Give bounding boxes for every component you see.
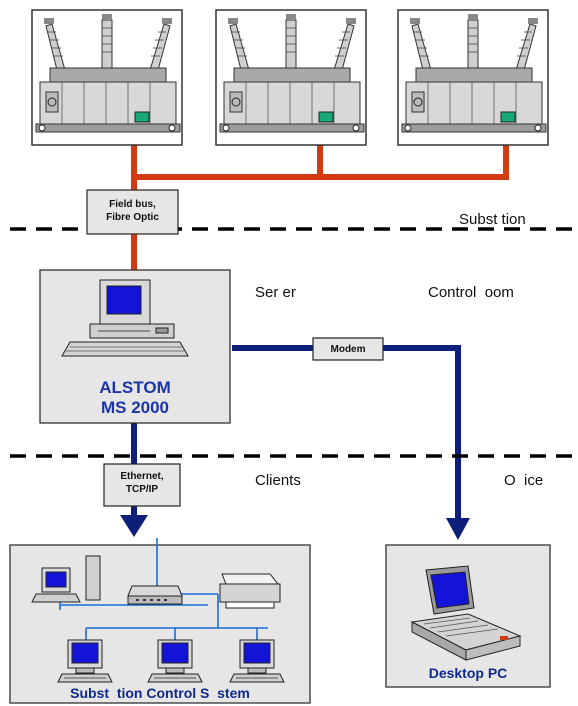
breaker-icon-3 xyxy=(397,9,549,146)
workstation-icon xyxy=(61,279,189,357)
ethernet-label-line2: TCP/IP xyxy=(125,484,159,495)
server-label: Ser er xyxy=(255,284,296,301)
fieldbus-box xyxy=(86,189,179,235)
zone-label-control-room: Control oom xyxy=(428,284,514,301)
network-hub-icon xyxy=(127,585,183,605)
workstation-icon-small xyxy=(31,555,101,603)
zone-label-office: O ice xyxy=(504,472,544,489)
clients-label: Clients xyxy=(255,472,301,489)
fieldbus-label-line1: Field bus, xyxy=(109,199,156,210)
zone-label-substation: Subst tion xyxy=(459,211,526,228)
substation-system-label: Subst tion Control S stem xyxy=(70,685,250,701)
fieldbus-label-line2: Fibre Optic xyxy=(106,212,159,223)
ethernet-label: Ethernet, TCP/IP xyxy=(104,470,180,496)
server-brand: ALSTOM MS 2000 xyxy=(40,378,230,418)
breaker-icon-2 xyxy=(215,9,367,146)
ethernet-label-line1: Ethernet, xyxy=(120,471,164,482)
breaker-icon-1 xyxy=(31,9,183,146)
desktop-pc-label: Desktop PC xyxy=(428,665,508,681)
modem-label: Modem xyxy=(330,344,366,355)
modem-box xyxy=(312,337,384,361)
brand-logo-text: ALSTOM xyxy=(99,378,171,397)
product-name: MS 2000 xyxy=(100,398,170,417)
ethernet-box xyxy=(103,463,181,507)
fieldbus-label: Field bus, Fibre Optic xyxy=(87,198,178,224)
printer-icon xyxy=(219,573,281,609)
